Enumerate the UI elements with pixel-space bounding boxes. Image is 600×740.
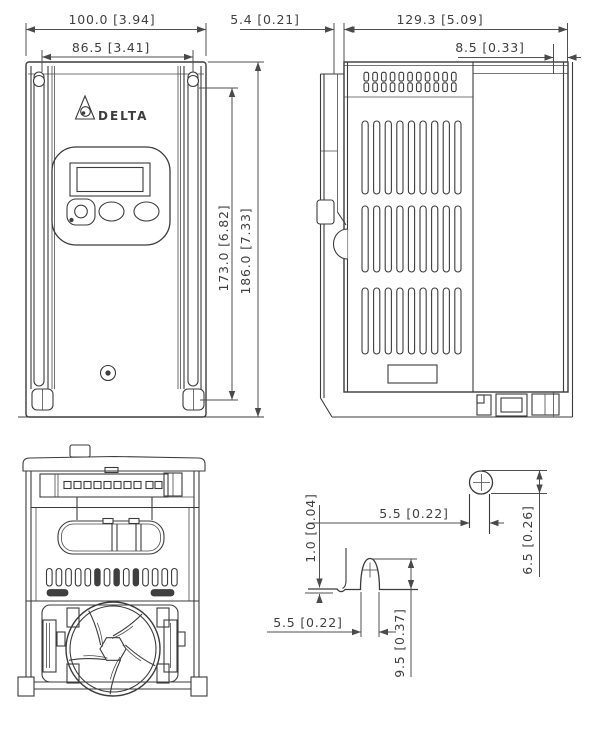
- dim-hole-diameter: 6.5 [0.26]: [520, 505, 535, 574]
- side-vent-slots: [361, 120, 462, 355]
- dim-keyhole-slot-width: 5.5 [0.22]: [273, 615, 342, 630]
- side-label-plate: [387, 364, 438, 384]
- keypad-button: [98, 201, 125, 222]
- keypad-button: [133, 201, 160, 222]
- delta-logo-icon: DELTA: [74, 94, 148, 123]
- dim-keyhole-lip: 1.0 [0.04]: [303, 493, 318, 562]
- dim-front-overall-height: 186.0 [7.33]: [238, 208, 253, 295]
- side-top-vents: [363, 71, 457, 93]
- dim-front-mounting-height: 173.0 [6.82]: [216, 205, 231, 292]
- dim-keyhole-height: 9.5 [0.37]: [392, 608, 407, 677]
- bottom-terminal-strip: [39, 472, 183, 498]
- hole-detail-dimensions: 5.5 [0.22] 6.5 [0.26]: [308, 470, 547, 577]
- side-view: 5.4 [0.21] 129.3 [5.09] 8.5 [0.33]: [230, 12, 581, 418]
- dim-side-overall-depth: 129.3 [5.09]: [397, 12, 484, 27]
- dim-front-overall-width: 100.0 [3.94]: [69, 12, 156, 27]
- side-mounting-plate: [316, 62, 349, 418]
- lcd-display-bezel: [69, 162, 151, 197]
- bottom-view: [17, 444, 208, 697]
- front-screw-hole: [99, 364, 117, 382]
- front-left-channel: [30, 66, 55, 411]
- bottom-cable-guard: [57, 517, 165, 555]
- side-bottom-terminals: [332, 391, 573, 418]
- bottom-cap: [22, 455, 206, 472]
- dim-side-flange: 8.5 [0.33]: [455, 40, 524, 55]
- keypad: [51, 146, 171, 246]
- side-dimensions: 5.4 [0.21] 129.3 [5.09] 8.5 [0.33]: [230, 12, 581, 74]
- bottom-fan-section: [17, 600, 208, 697]
- dim-side-rail-clip: 5.4 [0.21]: [230, 12, 299, 27]
- knob: [66, 198, 96, 226]
- keyhole-detail-dimensions: 1.0 [0.04] 5.5 [0.22] 9.5 [0.37]: [267, 493, 417, 678]
- dim-front-mounting-width: 86.5 [3.41]: [72, 40, 150, 55]
- front-dimensions: 100.0 [3.94] 86.5 [3.41] 173.0 [6.82] 18…: [25, 12, 264, 417]
- mounting-keyhole-detail: 1.0 [0.04] 5.5 [0.22] 9.5 [0.37]: [267, 493, 418, 678]
- bottom-left-foot: [17, 676, 35, 697]
- front-right-channel: [177, 66, 205, 411]
- lcd-display: [76, 166, 144, 193]
- dim-hole-slot-width: 5.5 [0.22]: [379, 506, 448, 521]
- brand-label: DELTA: [98, 109, 148, 123]
- bottom-top-tab: [69, 444, 91, 458]
- bottom-right-foot: [190, 676, 208, 697]
- mounting-hole-detail: 5.5 [0.22] 6.5 [0.26]: [308, 470, 547, 577]
- bottom-oval-vents: [45, 567, 178, 587]
- front-view: DELTA 100.0 [3.94] 86.5 [3.41]: [18, 12, 264, 418]
- cooling-fan-icon: [65, 601, 161, 697]
